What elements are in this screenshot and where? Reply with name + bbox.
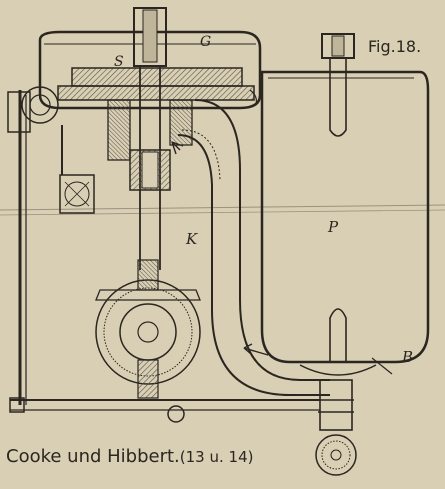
label-B: B: [401, 348, 413, 366]
table-lines: [0, 204, 445, 216]
label-S: S: [114, 54, 124, 70]
caption-title: Cooke und Hibbert.: [6, 446, 180, 467]
center-plate: [57, 67, 255, 161]
label-P: P: [327, 218, 339, 236]
brush-wheel-small: [315, 379, 357, 476]
figure-caption: Cooke und Hibbert.(13 u. 14): [6, 446, 253, 467]
brush-wheel-main: [95, 259, 201, 399]
bottom-frame: [9, 397, 320, 423]
side-gearbox: [59, 125, 95, 214]
label-K: K: [185, 230, 198, 248]
label-G: G: [200, 34, 211, 50]
pipe-K: [177, 99, 330, 396]
center-shaft: [129, 7, 171, 270]
left-frame-rod: [7, 86, 59, 405]
flask-P: [260, 33, 430, 376]
caption-ref: (13 u. 14): [180, 448, 254, 466]
figure-number: Fig.18.: [368, 37, 421, 56]
flow-arrows: [171, 89, 269, 356]
